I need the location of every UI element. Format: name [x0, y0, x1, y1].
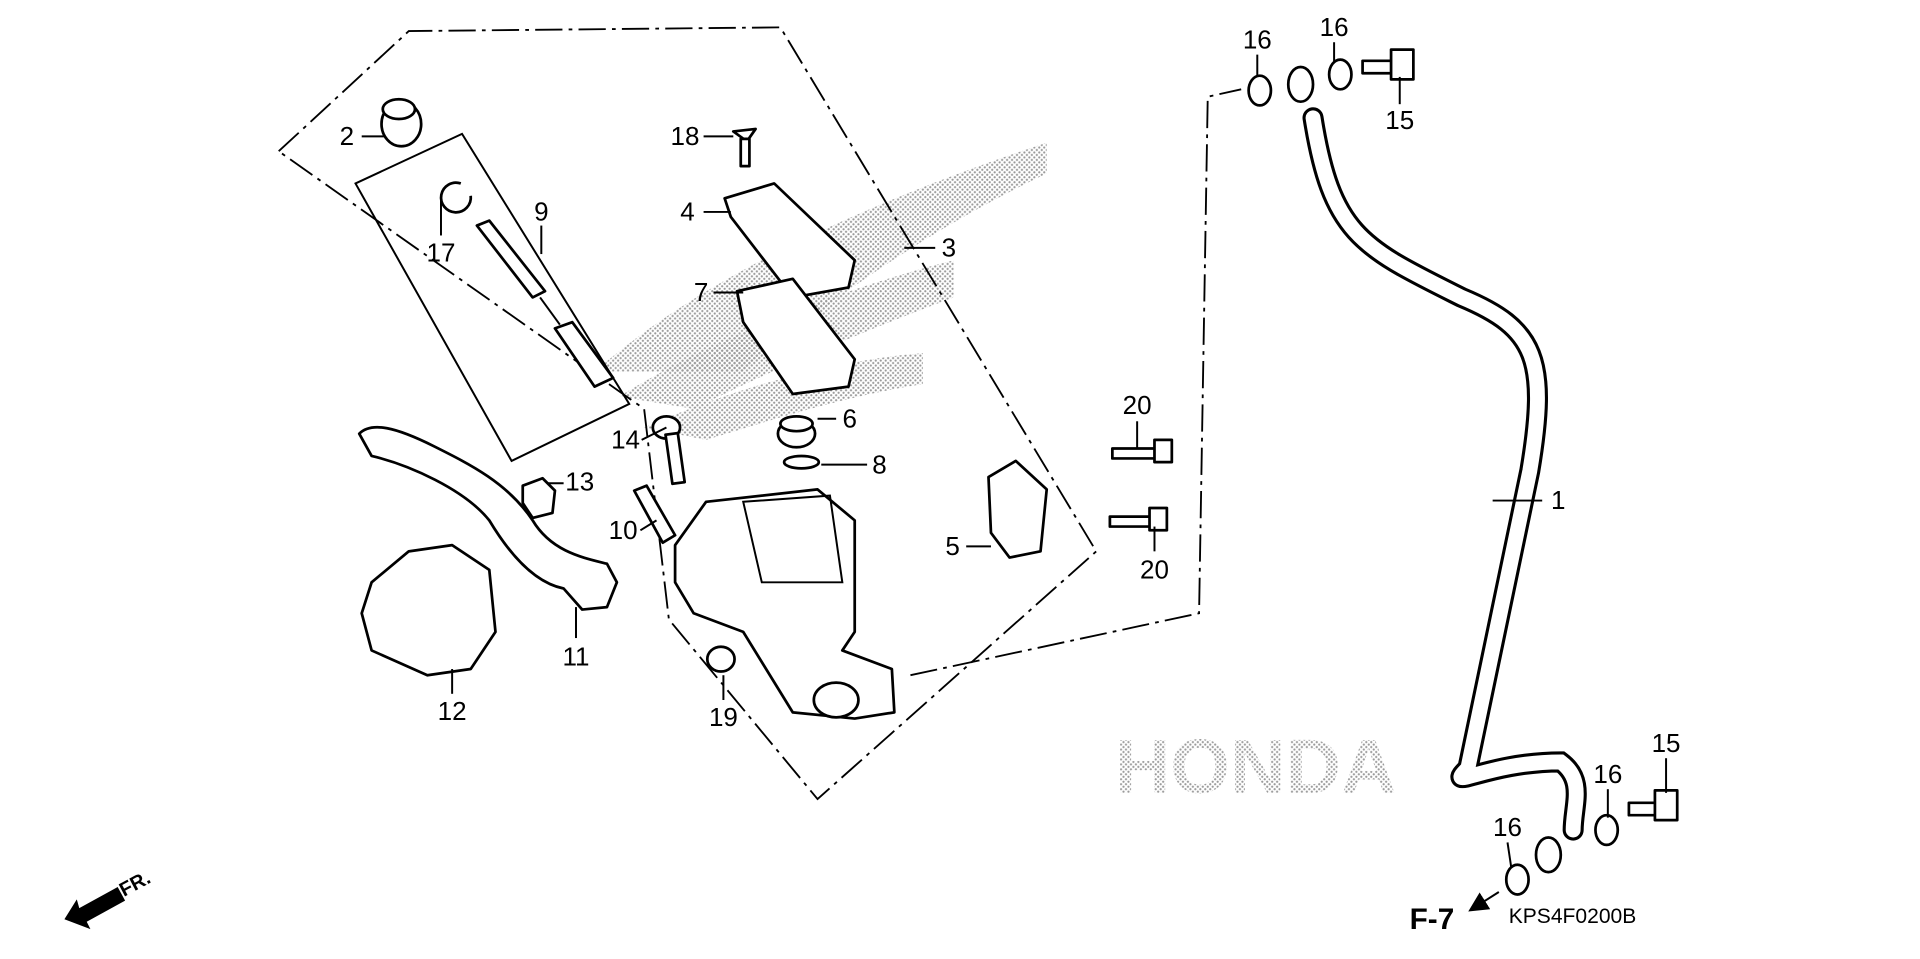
part-14-pivot-bolt	[651, 414, 687, 486]
callout-13: 13	[565, 467, 594, 497]
part-18-screw	[731, 127, 757, 168]
part-15-banjo-bolt	[1361, 48, 1415, 81]
part-17-circlip	[439, 181, 473, 214]
callout-1: 1	[1551, 485, 1565, 515]
callout-5: 5	[945, 531, 959, 561]
callout-7: 7	[694, 277, 708, 307]
leader-lines	[361, 42, 1668, 868]
part-4-reservoir-cover	[723, 182, 857, 299]
callout-16: 16	[1320, 12, 1349, 42]
callout-4: 4	[680, 197, 694, 227]
part-5-holder	[987, 459, 1049, 559]
part-12-lever-cover	[360, 543, 497, 677]
part-16-washer	[1594, 813, 1620, 847]
callout-8: 8	[872, 449, 886, 479]
part-9-piston	[475, 219, 615, 388]
front-arrow-icon	[64, 887, 126, 930]
callout-9: 9	[534, 197, 548, 227]
callout-20: 20	[1123, 390, 1152, 420]
callout-16: 16	[1243, 24, 1272, 54]
part-6-float	[776, 414, 817, 449]
assembly-outline	[277, 26, 1098, 801]
part-1-brake-hose	[1286, 65, 1587, 874]
part-11-brake-lever	[357, 425, 619, 611]
callout-10: 10	[609, 515, 638, 545]
part-7-diaphragm	[735, 277, 857, 396]
reference-arrow	[1468, 891, 1500, 912]
part-16-washer	[1327, 58, 1353, 91]
callout-14: 14	[611, 425, 640, 455]
callout-19: 19	[709, 702, 738, 732]
callout-2: 2	[340, 121, 354, 151]
callout-15: 15	[1652, 728, 1681, 758]
part-15-banjo-bolt	[1627, 789, 1679, 822]
subassembly-outline	[354, 132, 631, 463]
callout-18: 18	[671, 121, 700, 151]
callout-3: 3	[942, 233, 956, 263]
watermark-text: HONDA	[1115, 724, 1397, 810]
hose-leader-line	[910, 88, 1242, 677]
part-16-washer	[1247, 74, 1273, 107]
callout-6: 6	[843, 403, 857, 433]
callout-11: 11	[563, 641, 590, 671]
part-16-washer	[1504, 863, 1530, 896]
part-2-cap	[380, 97, 423, 148]
front-direction-indicator: FR.	[64, 867, 154, 930]
callout-20: 20	[1140, 555, 1169, 585]
callout-16: 16	[1493, 812, 1522, 842]
callout-16: 16	[1593, 759, 1622, 789]
master-cylinder-body	[673, 488, 896, 720]
callout-17: 17	[427, 237, 456, 267]
callout-12: 12	[438, 696, 467, 726]
reference-label: F-7	[1410, 903, 1455, 936]
part-8-ring	[782, 454, 821, 470]
callout-15: 15	[1385, 105, 1414, 135]
part-10-spring	[632, 484, 677, 545]
part-19-cap	[705, 645, 736, 673]
part-20-bolt-upper	[1110, 438, 1174, 464]
part-13-nut	[521, 476, 557, 520]
diagram-code: KPS4F0200B	[1509, 905, 1637, 928]
part-20-bolt-lower	[1108, 506, 1169, 532]
